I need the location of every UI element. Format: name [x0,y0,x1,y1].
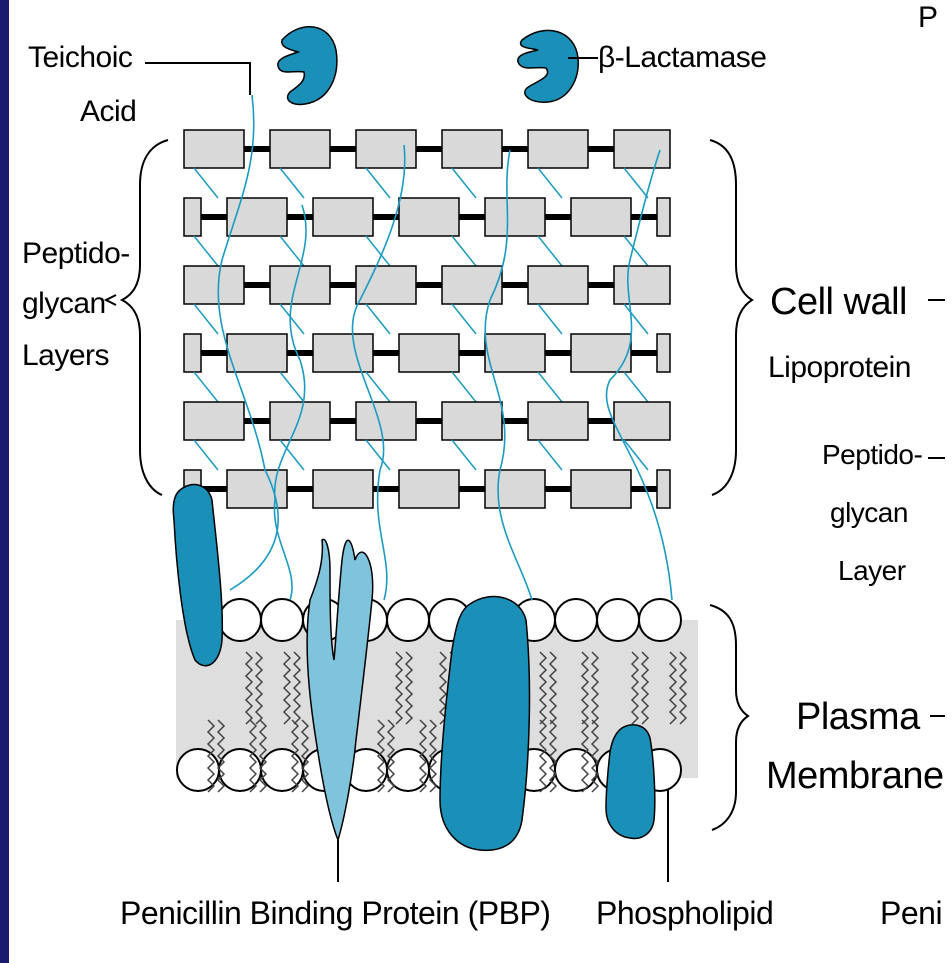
peptidoglycan-block [270,130,330,168]
peptidoglycan-block [313,334,373,372]
peptide-crosslink [366,372,390,402]
membrane-brace [710,605,748,830]
peptidoglycan-block [571,470,631,508]
label-pg-layer-line1: Peptido- [822,440,922,470]
peptidoglycan-block [227,334,287,372]
label-pg-layers-line3: Layers [22,340,109,372]
peptidoglycan-block [227,470,287,508]
peptidoglycan-block [356,130,416,168]
label-plasma: Plasma [796,697,920,737]
peptidoglycan-block [485,198,545,236]
label-beta-lactamase: β-Lactamase [598,42,767,74]
peptidoglycan-block [528,402,588,440]
peptidoglycan-block [528,266,588,304]
peptide-crosslink [194,440,218,470]
peptidoglycan-block [442,402,502,440]
label-pg-layer-line3: Layer [838,556,906,586]
peptidoglycan-block [614,130,670,168]
peptidoglycan-block [270,402,330,440]
peptide-crosslink [280,236,304,266]
peptide-crosslink [452,236,476,266]
label-phospholipid: Phospholipid [596,896,773,930]
teichoic-leader-line [145,63,250,95]
peptidoglycan-block [270,266,330,304]
peptidoglycan-block [528,130,588,168]
peptidoglycan-block [614,402,670,440]
beta-lactamase-shape [518,30,578,102]
label-lipoprotein: Lipoprotein [768,352,911,384]
label-pbp: Penicillin Binding Protein (PBP) [120,896,550,930]
peptidoglycan-block [485,334,545,372]
cell-wall-brace [710,140,752,495]
small-membrane-protein [606,725,655,839]
phospholipid-head-top [597,599,639,641]
peptide-crosslink [538,304,562,334]
label-cell-wall: Cell wall [770,282,907,322]
peptide-crosslink [366,304,390,334]
peptide-crosslink [624,304,648,334]
peptidoglycan-block [356,266,416,304]
phospholipid-head-top [387,599,429,641]
peptide-crosslink [280,372,304,402]
phospholipid-head-bottom [555,749,597,791]
peptidoglycan-block [442,130,502,168]
peptidoglycan-block [485,470,545,508]
peptide-crosslink [624,236,648,266]
left-brace [122,140,168,495]
peptide-crosslink [194,304,218,334]
phospholipid-head-top [219,599,261,641]
peptide-crosslink [194,372,218,402]
peptidoglycan-block [571,198,631,236]
peptide-crosslink [624,372,648,402]
peptide-crosslink [194,236,218,266]
peptidoglycan-block [356,402,416,440]
peptide-crosslink [452,168,476,198]
peptidoglycan-block [184,334,201,372]
peptide-crosslink [452,304,476,334]
peptidoglycan-block [399,198,459,236]
peptide-crosslink [538,168,562,198]
label-pg-layers-line1: Peptido- [22,238,130,270]
phospholipid-head-top [555,599,597,641]
peptide-crosslink [280,304,304,334]
label-corner-top: P [918,2,938,34]
peptidoglycan-grid [184,130,670,508]
peptidoglycan-block [399,470,459,508]
peptidoglycan-block [657,470,670,508]
peptidoglycan-block [614,266,670,304]
label-corner-bottom: Peni [880,896,942,930]
peptide-crosslink [624,168,648,198]
peptide-crosslink [366,440,390,470]
peptidoglycan-block [657,198,670,236]
peptidoglycan-block [313,470,373,508]
peptidoglycan-block [184,198,201,236]
label-pg-layers-line2: glycan [22,288,106,320]
peptide-crosslink [538,236,562,266]
peptidoglycan-block [184,266,244,304]
phospholipid-head-top [639,599,681,641]
teichoic-enzyme-shape [278,27,337,105]
pg-layers-leader-line [106,295,116,305]
peptide-crosslink [452,372,476,402]
label-membrane: Membrane [766,756,944,796]
peptidoglycan-block [184,402,244,440]
peptidoglycan-block [657,334,670,372]
peptidoglycan-block [313,198,373,236]
peptidoglycan-block [399,334,459,372]
peptidoglycan-block [442,266,502,304]
peptide-crosslink [194,168,218,198]
label-teichoic-line2: Acid [80,96,136,128]
peptidoglycan-block [184,130,244,168]
peptide-crosslink [538,372,562,402]
peptide-crosslink [366,168,390,198]
peptide-crosslink [538,440,562,470]
peptide-crosslink [280,168,304,198]
peptide-crosslink [452,440,476,470]
label-teichoic-line1: Teichoic [28,42,132,74]
label-pg-layer-line2: glycan [830,498,908,528]
phospholipid-head-top [261,599,303,641]
